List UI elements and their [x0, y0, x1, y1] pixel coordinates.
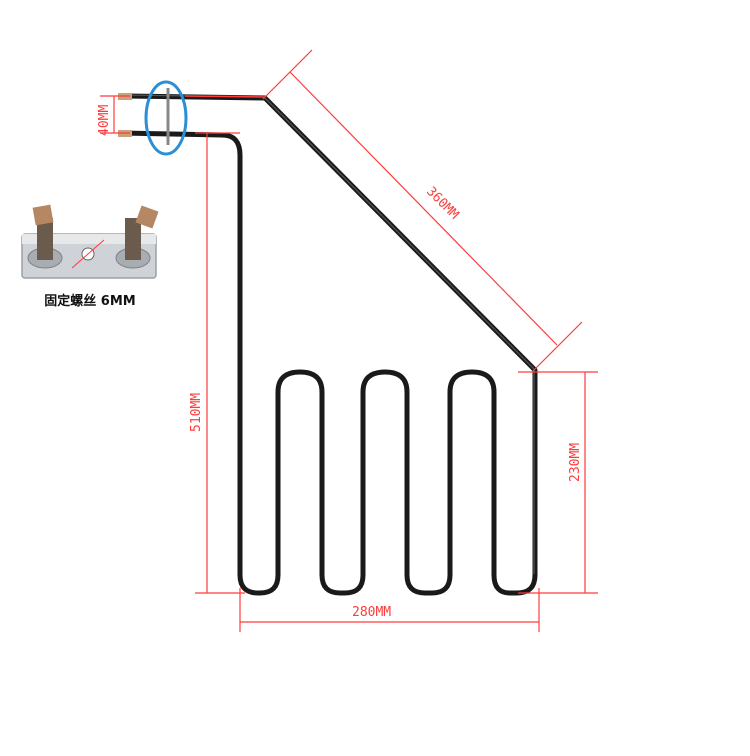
dimension-360mm: [262, 49, 583, 372]
dimension-510mm: [195, 132, 245, 594]
heating-element-tube: [120, 93, 538, 596]
dimension-40mm: [100, 95, 130, 134]
dimension-230mm-label: 230MM: [568, 443, 583, 482]
dimension-510mm-label: 510MM: [189, 393, 204, 432]
heating-element-tube-shine: [121, 94, 535, 574]
dimension-40mm-label: 40MM: [97, 105, 112, 136]
detail-caption: 固定螺丝 6MM: [44, 294, 136, 309]
top-reference-line: [184, 95, 266, 98]
dimension-280mm-label: 280MM: [352, 605, 391, 620]
mounting-bracket-detail: [21, 204, 159, 279]
dimension-230mm: [518, 371, 598, 594]
dimension-360mm-label: 360MM: [423, 184, 461, 222]
dimension-280mm: [239, 588, 540, 632]
bracket-highlight-circle: [144, 80, 188, 156]
